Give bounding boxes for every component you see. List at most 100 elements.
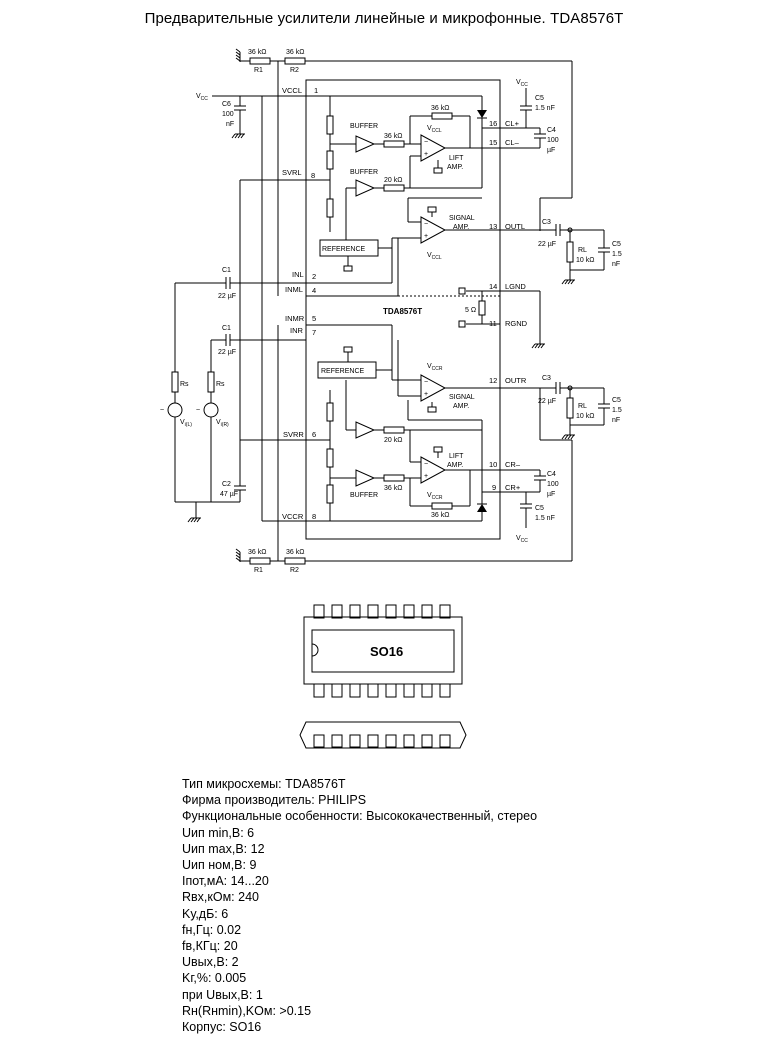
c5b-top-value: 1.5 bbox=[612, 251, 622, 258]
pin-16: 16 bbox=[489, 119, 497, 128]
r2-top-label: R2 bbox=[290, 67, 299, 74]
pin-clm: CL– bbox=[505, 138, 520, 147]
resistor-r1-top bbox=[249, 57, 271, 65]
vcc-left-label: VCC bbox=[196, 93, 208, 102]
svg-text:~: ~ bbox=[196, 407, 200, 414]
vi-right: Vi(R) bbox=[216, 419, 229, 428]
c4-top-unit: µF bbox=[547, 147, 555, 154]
pin-6: 6 bbox=[312, 430, 316, 439]
r1-bot-value: 36 kΩ bbox=[248, 549, 266, 556]
pin-9: 9 bbox=[492, 483, 496, 492]
spec-vnom: Uип ном,B: 9 bbox=[182, 858, 257, 873]
buffer-right-2 bbox=[355, 469, 375, 487]
vccr-label-2: VCCR bbox=[427, 492, 443, 501]
vcc-bottom-label: VCC bbox=[516, 535, 528, 544]
res-36k-l2: 36 kΩ bbox=[431, 105, 449, 112]
pin-outr: OUTR bbox=[505, 376, 527, 385]
pin-svrr: SVRR bbox=[283, 430, 304, 439]
spec-current: Iпот,мА: 14...20 bbox=[182, 874, 269, 889]
vccl-label-1: VCCL bbox=[427, 125, 442, 134]
c5-top-value: 1.5 nF bbox=[535, 105, 555, 112]
so16-package-side-view bbox=[299, 721, 467, 749]
pin-vccr: VCCR bbox=[282, 512, 304, 521]
c1-bot-value: 22 µF bbox=[218, 349, 236, 356]
pin-inmr: INMR bbox=[285, 314, 305, 323]
opamp-lift-right bbox=[420, 456, 446, 484]
vcc-top-label: VCC bbox=[516, 79, 528, 88]
pin-15: 15 bbox=[489, 138, 497, 147]
pin-8a: 8 bbox=[311, 171, 315, 180]
c3-top-value: 22 µF bbox=[538, 241, 556, 248]
pin-clp: CL+ bbox=[505, 119, 520, 128]
opamp-signal-left bbox=[420, 216, 446, 244]
r1-bot-label: R1 bbox=[254, 567, 263, 574]
spec-manufacturer: Фирма производитель: PHILIPS bbox=[182, 793, 367, 808]
pin-inml: INML bbox=[285, 285, 303, 294]
rl-top-label: RL bbox=[578, 247, 587, 254]
r1-top-value: 36 kΩ bbox=[248, 49, 266, 56]
c3-bot-value: 22 µF bbox=[538, 398, 556, 405]
pin-14: 14 bbox=[489, 282, 497, 291]
c1-top-value: 22 µF bbox=[218, 293, 236, 300]
lift-left-amp: AMP. bbox=[447, 164, 463, 171]
opamp-lift-left bbox=[420, 134, 446, 162]
c5-bot-label: C5 bbox=[535, 505, 544, 512]
c4-bot-label: C4 bbox=[547, 471, 556, 478]
pin-13: 13 bbox=[489, 222, 497, 231]
pin-vccl: VCCL bbox=[282, 86, 302, 95]
resistor-r2-top bbox=[284, 57, 306, 65]
c5-top-label: C5 bbox=[535, 95, 544, 102]
pin-crm: CR– bbox=[505, 460, 521, 469]
res-36k-l1: 36 kΩ bbox=[384, 133, 402, 140]
c6-unit: nF bbox=[226, 121, 234, 128]
buffer-left-2-label: BUFFER bbox=[350, 169, 378, 176]
c2-value: 47 µF bbox=[220, 491, 238, 498]
vccl-label-2: VCCL bbox=[427, 252, 442, 261]
c6-label: C6 bbox=[222, 101, 231, 108]
c1-bot-label: C1 bbox=[222, 325, 231, 332]
spec-vmax: Uип max,B: 12 bbox=[182, 841, 265, 856]
spec-list: Тип микросхемы: TDA8576T Фирма производи… bbox=[182, 776, 537, 1035]
vccr-label-1: VCCR bbox=[427, 363, 443, 372]
c5-bot-value: 1.5 nF bbox=[535, 515, 555, 522]
buffer-left-2 bbox=[355, 179, 375, 197]
spec-gain: Kу,дБ: 6 bbox=[182, 906, 229, 921]
c2-label: C2 bbox=[222, 481, 231, 488]
rl-bot-value: 10 kΩ bbox=[576, 413, 594, 420]
pin-inl: INL bbox=[292, 270, 304, 279]
spec-vout: Uвых,В: 2 bbox=[182, 955, 239, 970]
buffer-right-1 bbox=[355, 421, 375, 439]
package-label: SO16 bbox=[370, 644, 403, 659]
c5b-bot-unit: nF bbox=[612, 417, 620, 424]
buffer-right-2-label: BUFFER bbox=[350, 492, 378, 499]
res-36k-r2: 36 kΩ bbox=[431, 512, 449, 519]
reference-right: REFERENCE bbox=[321, 368, 365, 375]
lift-right: LIFT bbox=[449, 453, 464, 460]
chip-outline bbox=[305, 79, 501, 540]
pin-4: 4 bbox=[312, 286, 316, 295]
c5b-top-label: C5 bbox=[612, 241, 621, 248]
chip-label: TDA8576T bbox=[383, 307, 422, 316]
c5b-top-unit: nF bbox=[612, 261, 620, 268]
rl-top-value: 10 kΩ bbox=[576, 257, 594, 264]
opamp-signal-right bbox=[420, 374, 446, 402]
buffer-left-1-label: BUFFER bbox=[350, 123, 378, 130]
buffer-left-1 bbox=[355, 135, 375, 153]
c1-top-label: C1 bbox=[222, 267, 231, 274]
page-title: Предварительные усилители линейные и мик… bbox=[144, 10, 624, 27]
pin-8b: 8 bbox=[312, 512, 316, 521]
resistor-r1-bottom bbox=[249, 557, 271, 565]
vi-left: Vi(L) bbox=[180, 419, 192, 428]
spec-rload: Rн(Rнmin),KOм: >0.15 bbox=[182, 1003, 312, 1018]
res-5ohm: 5 Ω bbox=[465, 307, 476, 314]
pin-inr: INR bbox=[290, 326, 304, 335]
c6-value: 100 bbox=[222, 111, 234, 118]
r2-top-value: 36 kΩ bbox=[286, 49, 304, 56]
lift-right-amp: AMP. bbox=[447, 462, 463, 469]
res-36k-r1: 36 kΩ bbox=[384, 485, 402, 492]
r2-bot-label: R2 bbox=[290, 567, 299, 574]
signal-left: SIGNAL bbox=[449, 215, 475, 222]
pin-rgnd: RGND bbox=[505, 319, 528, 328]
pin-5: 5 bbox=[312, 314, 316, 323]
rs-right: Rs bbox=[216, 381, 225, 388]
